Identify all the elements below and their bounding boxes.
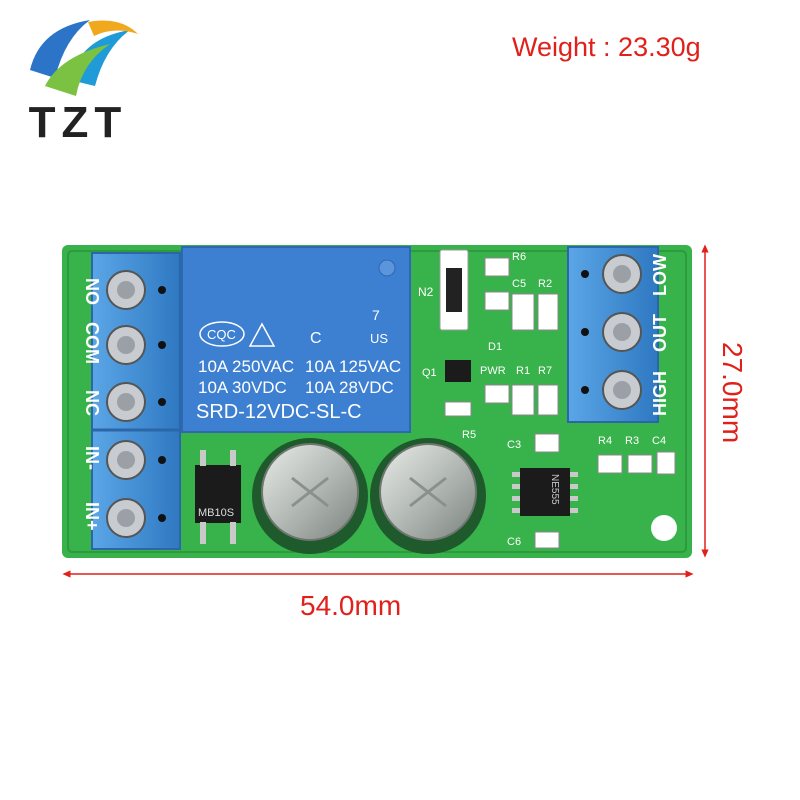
height-dimension-label: 27.0mm bbox=[717, 342, 748, 444]
terminal-label-in-plus: IN+ bbox=[82, 502, 102, 531]
terminal-label-out: OUT bbox=[650, 314, 670, 352]
terminal-label-low: LOW bbox=[650, 254, 670, 296]
terminal-label-high: HIGH bbox=[650, 371, 670, 416]
label-r1: R1 bbox=[516, 365, 530, 377]
relay-cert: C bbox=[310, 330, 322, 347]
logo-mark-icon bbox=[30, 20, 138, 96]
relay-num: 7 bbox=[372, 307, 380, 323]
electrolytic-capacitor bbox=[252, 438, 368, 554]
terminal-label-in-minus: IN- bbox=[82, 446, 102, 470]
terminal-screw bbox=[602, 254, 642, 410]
terminal-label-no: NO bbox=[82, 278, 102, 305]
terminal-screw bbox=[106, 270, 146, 538]
width-dimension-label: 54.0mm bbox=[300, 590, 402, 621]
label-c4: C4 bbox=[652, 435, 666, 447]
label-r4: R4 bbox=[598, 435, 612, 447]
logo bbox=[10, 8, 150, 98]
timer-chip bbox=[520, 468, 570, 516]
label-c6: C6 bbox=[507, 536, 521, 548]
transistor-q1 bbox=[445, 360, 471, 382]
label-r2: R2 bbox=[538, 278, 552, 290]
label-r5: R5 bbox=[462, 429, 476, 441]
electrolytic-capacitor bbox=[370, 438, 486, 554]
weight-label: Weight : 23.30g bbox=[512, 32, 701, 62]
logo-text: TZT bbox=[28, 98, 128, 147]
relay-spec-1a: 10A 250VAC bbox=[198, 357, 294, 376]
label-r7: R7 bbox=[538, 365, 552, 377]
relay-spec-1b: 10A 125VAC bbox=[305, 357, 401, 376]
mounting-hole bbox=[651, 515, 677, 541]
rectifier-label: MB10S bbox=[198, 507, 234, 519]
relay bbox=[181, 246, 411, 433]
relay-spec-2b: 10A 28VDC bbox=[305, 378, 394, 397]
label-pwr: PWR bbox=[480, 365, 506, 377]
rectifier-chip bbox=[195, 465, 241, 523]
relay-model: SRD-12VDC-SL-C bbox=[196, 401, 362, 423]
label-r3: R3 bbox=[625, 435, 639, 447]
label-c5: C5 bbox=[512, 278, 526, 290]
relay-brand: CQC bbox=[207, 327, 236, 342]
timer-chip-label: NE555 bbox=[549, 474, 560, 505]
terminal-label-nc: NC bbox=[82, 390, 102, 416]
label-d1: D1 bbox=[488, 341, 502, 353]
terminal-label-com: COM bbox=[82, 322, 102, 364]
relay-spec-2a: 10A 30VDC bbox=[198, 378, 287, 397]
label-n2: N2 bbox=[418, 285, 434, 299]
label-c3: C3 bbox=[507, 439, 521, 451]
label-q1: Q1 bbox=[422, 367, 437, 379]
label-r6: R6 bbox=[512, 251, 526, 263]
relay-ul-us: US bbox=[370, 331, 388, 346]
